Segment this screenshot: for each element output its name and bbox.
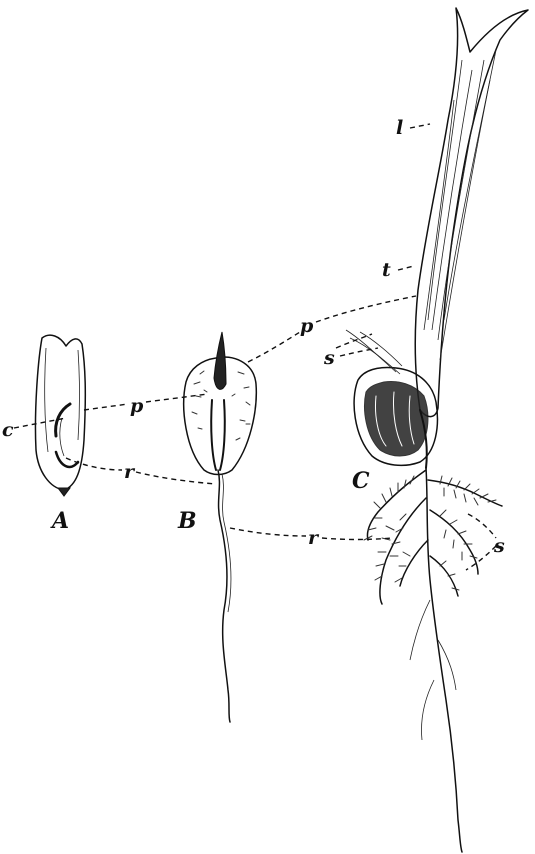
panel-label-a: A (50, 508, 69, 534)
embryo-a (56, 404, 78, 467)
label-p-left: p (130, 395, 144, 417)
seedling-c (346, 8, 528, 852)
label-c: c (2, 419, 14, 441)
grain-a (35, 335, 85, 496)
label-p-right: p (300, 315, 314, 337)
label-t: t (382, 259, 391, 281)
leaf-c (415, 8, 528, 417)
seed-c (354, 368, 437, 466)
label-s-lower: s (493, 535, 505, 557)
leader-lines (14, 124, 496, 570)
adventitious-roots-c (364, 470, 502, 604)
label-s-upper: s (323, 347, 335, 369)
panel-label-b: B (177, 508, 197, 534)
panel-label-c: C (352, 468, 370, 494)
label-l: l (396, 117, 403, 139)
label-r-upper: r (124, 461, 136, 483)
label-r-lower: r (308, 527, 320, 549)
